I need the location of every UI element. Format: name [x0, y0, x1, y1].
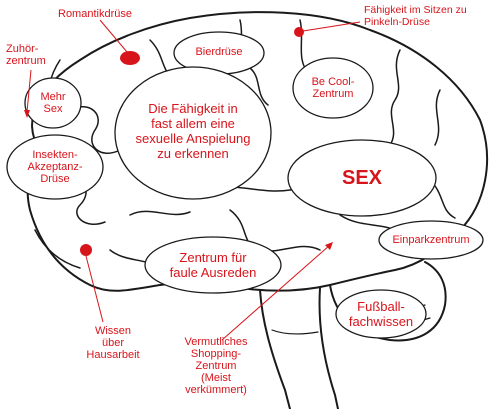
mehr-sex-bubble [24, 77, 82, 129]
mehr-sex-label: Mehr Sex [40, 91, 66, 115]
faule-ausreden-bubble [144, 236, 282, 294]
einparkzentrum-bubble [378, 220, 484, 260]
fussball-bubble [335, 289, 427, 339]
faehigkeit-sitzen-label: Fähigkeit im Sitzen zu Pinkeln-Drüse [364, 4, 467, 28]
sexuelle-anspielung-label: Die Fähigkeit in fast allem eine sexuell… [135, 101, 251, 161]
romantikdruese-label: Romantikdrüse [58, 8, 132, 20]
hausarbeit-dot [80, 244, 92, 256]
hausarbeit-label: Wissen über Hausarbeit [86, 325, 140, 361]
faule-ausreden-label: Zentrum für faule Ausreden [169, 250, 257, 280]
insekten-bubble [6, 134, 104, 200]
romantikdruese-dot [120, 51, 140, 65]
bierdruese-label: Bierdrüse [195, 46, 243, 58]
sexuelle-anspielung-bubble [114, 66, 272, 200]
be-cool-label: Be Cool- Zentrum [311, 76, 355, 100]
brain-stem-outline [259, 287, 339, 409]
fussball-label: Fußball- fachwissen [348, 299, 414, 329]
einparkzentrum-label: Einparkzentrum [392, 234, 470, 246]
be-cool-bubble [292, 57, 374, 119]
zuhoerzentrum-label: Zuhör- zentrum [6, 43, 46, 67]
insekten-label: Insekten- Akzeptanz- Drüse [27, 149, 83, 185]
sex-bubble [287, 139, 437, 217]
sex-label: SEX [341, 167, 383, 189]
shopping-label: Vermutliches Shopping- Zentrum (Meist ve… [184, 336, 248, 396]
faehigkeit-sitzen-dot [294, 27, 304, 37]
